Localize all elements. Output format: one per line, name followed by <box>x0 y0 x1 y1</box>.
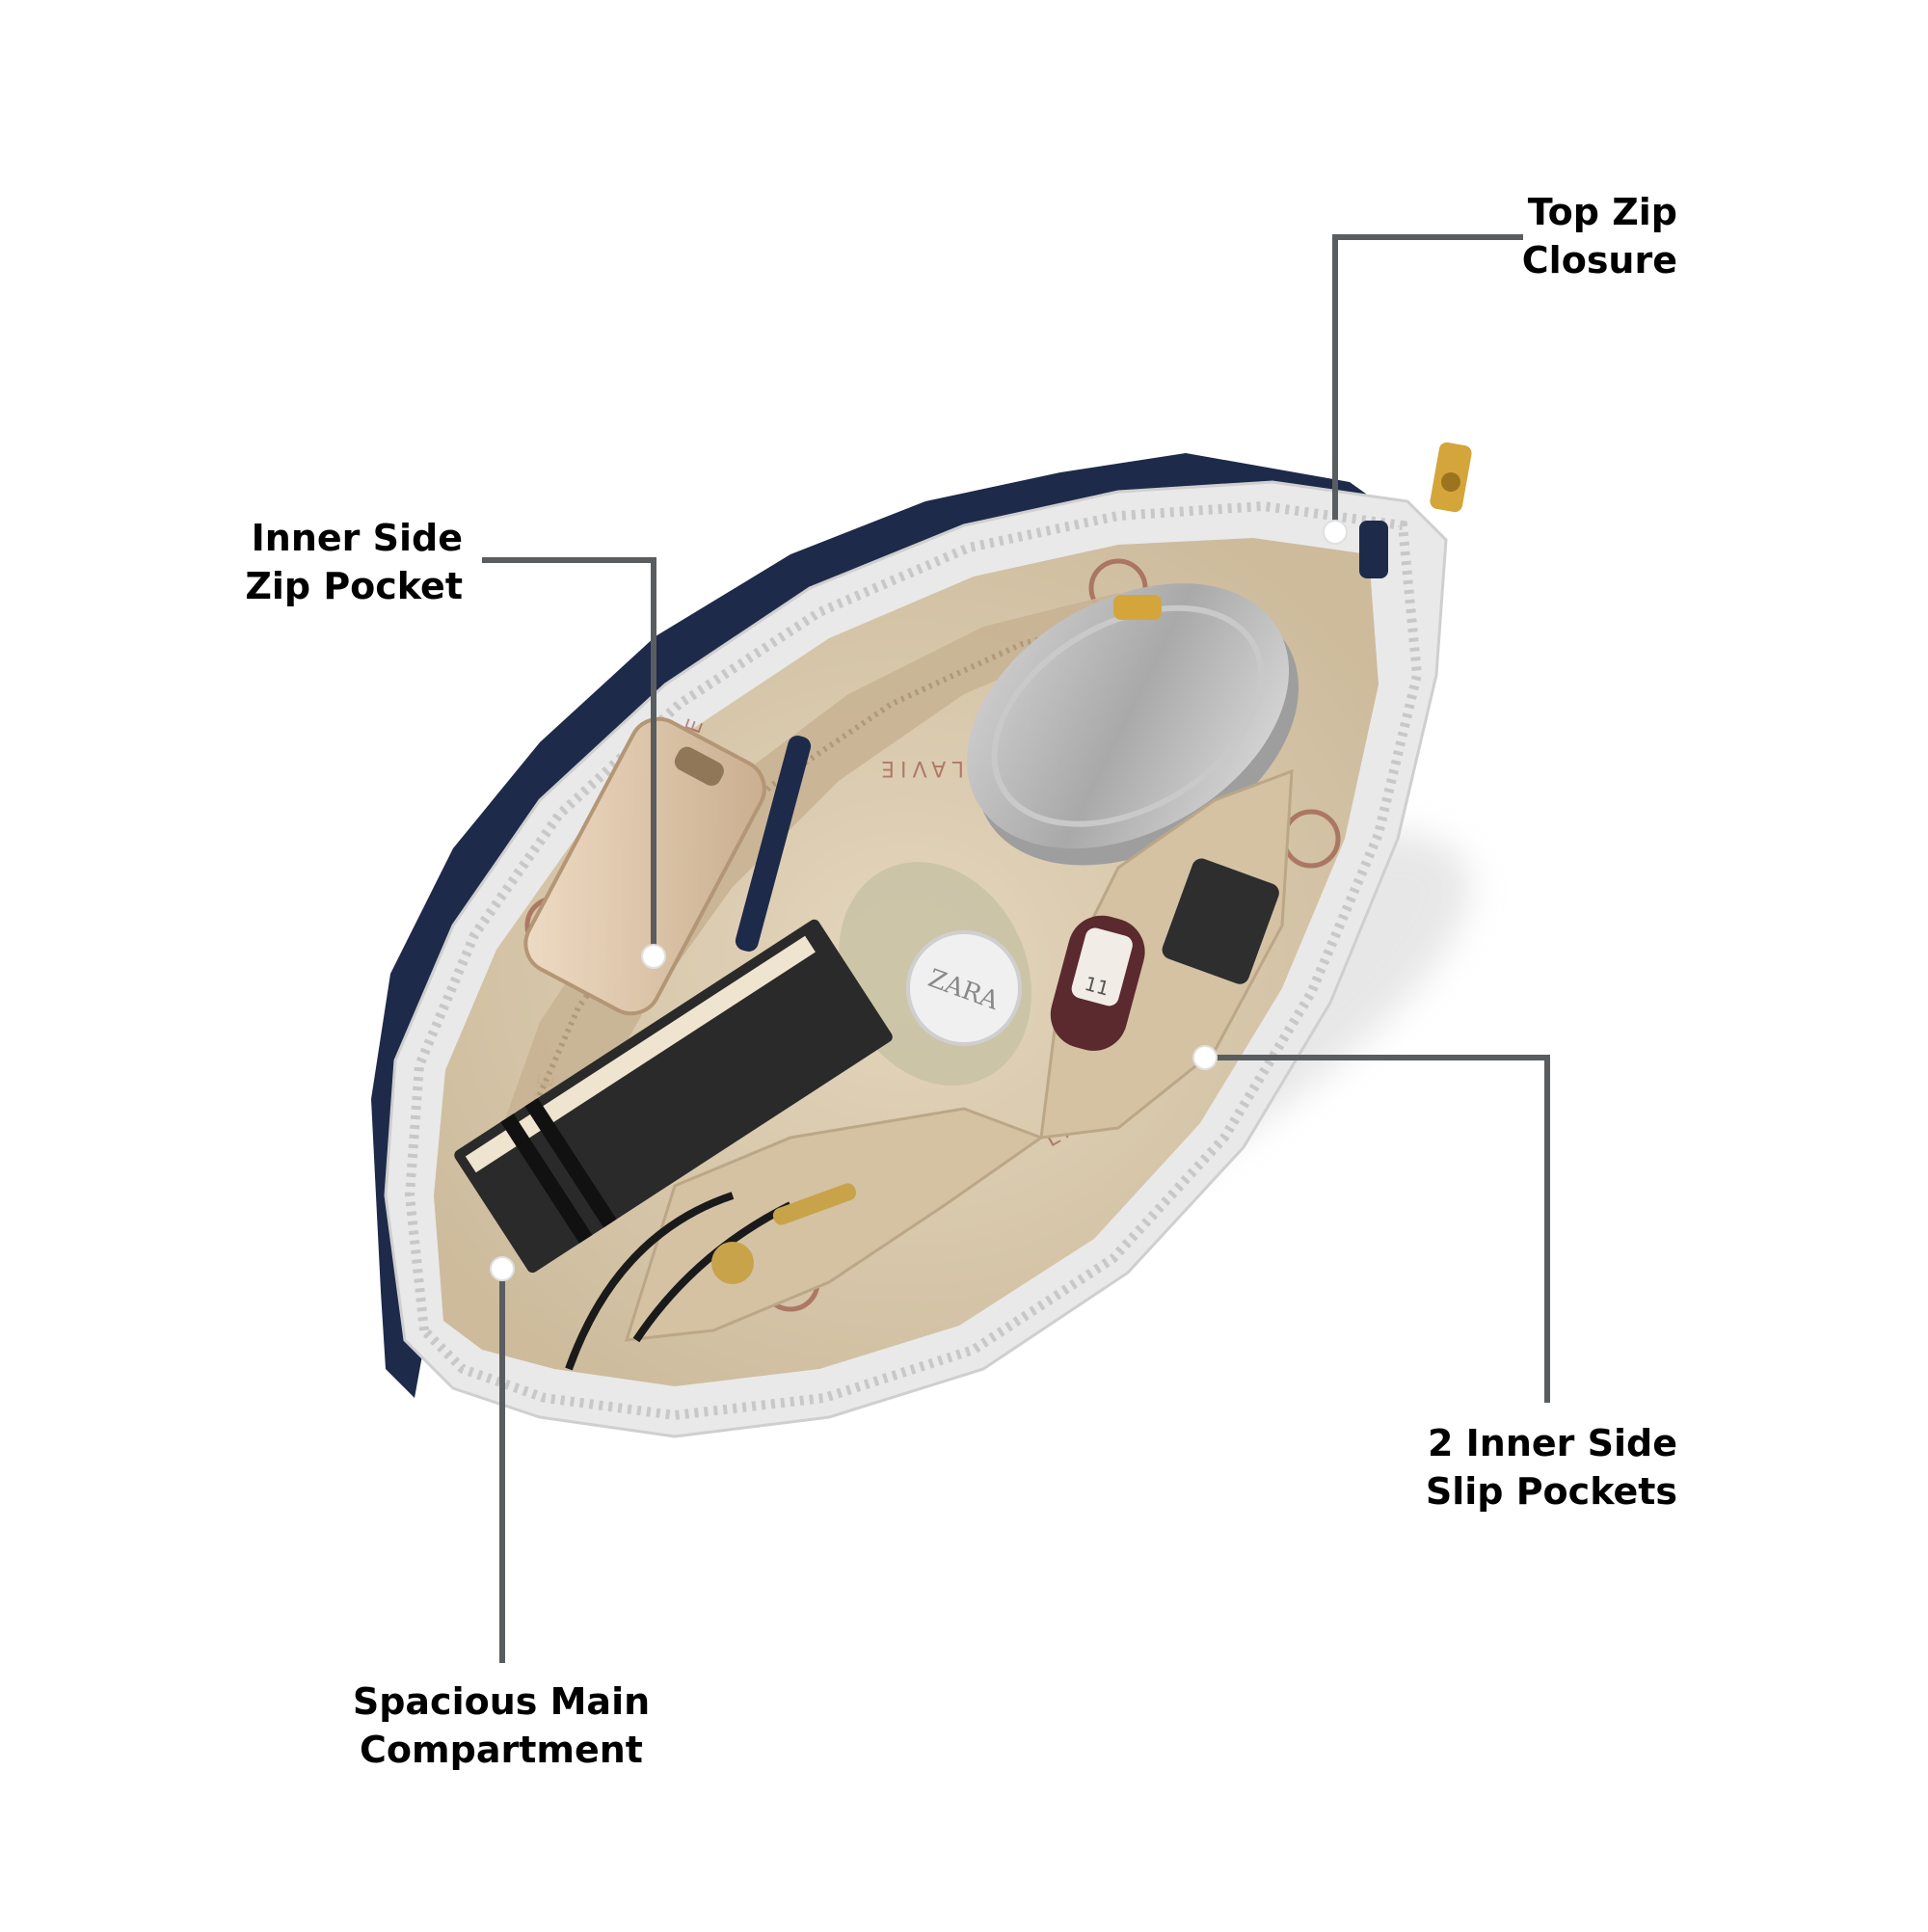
callout-top-zip-line2: Closure <box>1521 239 1677 282</box>
callout-lines <box>482 234 1550 1663</box>
metal-clips <box>711 1183 857 1284</box>
inner-pocket-tab-navy <box>735 736 812 952</box>
callout-slip-pockets-line2: Slip Pockets <box>1425 1470 1677 1513</box>
callout-dots <box>490 520 1348 1281</box>
zipper-teeth <box>404 500 1423 1421</box>
callout-line-top-zip <box>1332 234 1523 530</box>
callout-dot-main <box>490 1256 515 1281</box>
callout-dot-slip-pockets <box>1192 1045 1218 1070</box>
bag-navy-trim <box>371 453 1417 1398</box>
lining-print-5: LAVIE <box>875 756 964 780</box>
zipper-pull-inner <box>1113 595 1162 620</box>
lipstick-square <box>1162 858 1279 984</box>
callout-line-inner-zip <box>482 557 656 954</box>
callout-main-line1: Spacious Main <box>352 1680 651 1723</box>
callout-inner-side-zip-pocket: Inner Side Zip Pocket <box>154 514 463 610</box>
callout-inner-zip-line2: Zip Pocket <box>245 565 463 607</box>
callout-dot-inner-zip <box>641 944 666 969</box>
zipper-pull-top <box>1430 442 1472 513</box>
callout-top-zip-closure: Top Zip Closure <box>1388 188 1677 284</box>
inner-zip-line <box>518 609 1148 1140</box>
phone <box>523 716 766 1016</box>
callout-spacious-main-compartment: Spacious Main Compartment <box>328 1677 675 1774</box>
callout-inner-zip-line1: Inner Side <box>251 517 463 559</box>
callout-dot-top-zip <box>1323 520 1348 545</box>
callout-line-slip-pockets <box>1205 1055 1550 1403</box>
callout-slip-pockets-line1: 2 Inner Side <box>1427 1422 1677 1464</box>
lipstick-round: 11 <box>1050 915 1145 1051</box>
notebook <box>454 919 893 1274</box>
callout-top-zip-line1: Top Zip <box>1527 191 1677 233</box>
zipper-tab-navy <box>1359 521 1388 578</box>
sunglasses <box>565 1192 792 1371</box>
callout-main-line2: Compartment <box>360 1729 643 1771</box>
callout-inner-side-slip-pockets: 2 Inner Side Slip Pockets <box>1330 1419 1677 1516</box>
